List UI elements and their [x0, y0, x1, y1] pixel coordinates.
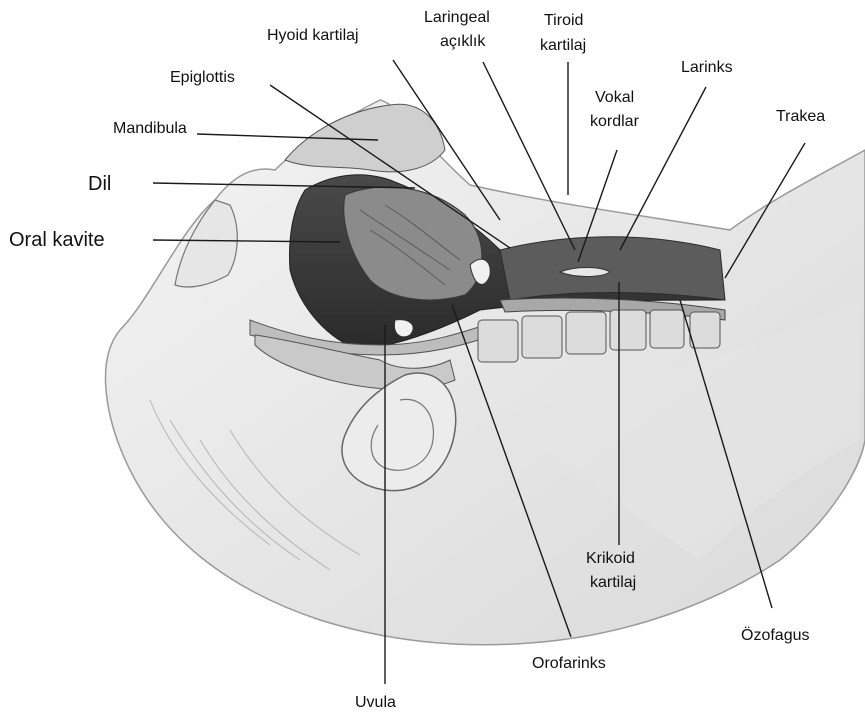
label-hyoid: Hyoid kartilaj — [267, 27, 359, 44]
label-laringeal-line2: açıklık — [440, 33, 486, 50]
uvula-shape — [394, 320, 413, 337]
label-tiroid-line2: kartilaj — [540, 37, 586, 54]
label-trakea: Trakea — [776, 108, 825, 125]
label-larinks: Larinks — [681, 59, 733, 76]
label-epiglottis: Epiglottis — [170, 69, 235, 86]
head-neck-illustration — [106, 100, 865, 645]
trachea-tube — [500, 237, 725, 300]
label-ozofagus: Özofagus — [741, 626, 809, 644]
label-krikoid-line2: kartilaj — [590, 574, 636, 591]
label-tiroid-line1: Tiroid — [544, 12, 583, 29]
label-mandibula: Mandibula — [113, 120, 187, 137]
label-laringeal-line1: Laringeal — [424, 9, 490, 26]
label-krikoid-line1: Krikoid — [586, 550, 635, 567]
label-dil: Dil — [88, 173, 111, 195]
label-vokal-line2: kordlar — [590, 113, 640, 130]
label-oral-kavite: Oral kavite — [9, 229, 105, 251]
label-orofarinks: Orofarinks — [532, 655, 606, 672]
label-uvula: Uvula — [355, 694, 396, 711]
label-vokal-line1: Vokal — [595, 89, 634, 106]
